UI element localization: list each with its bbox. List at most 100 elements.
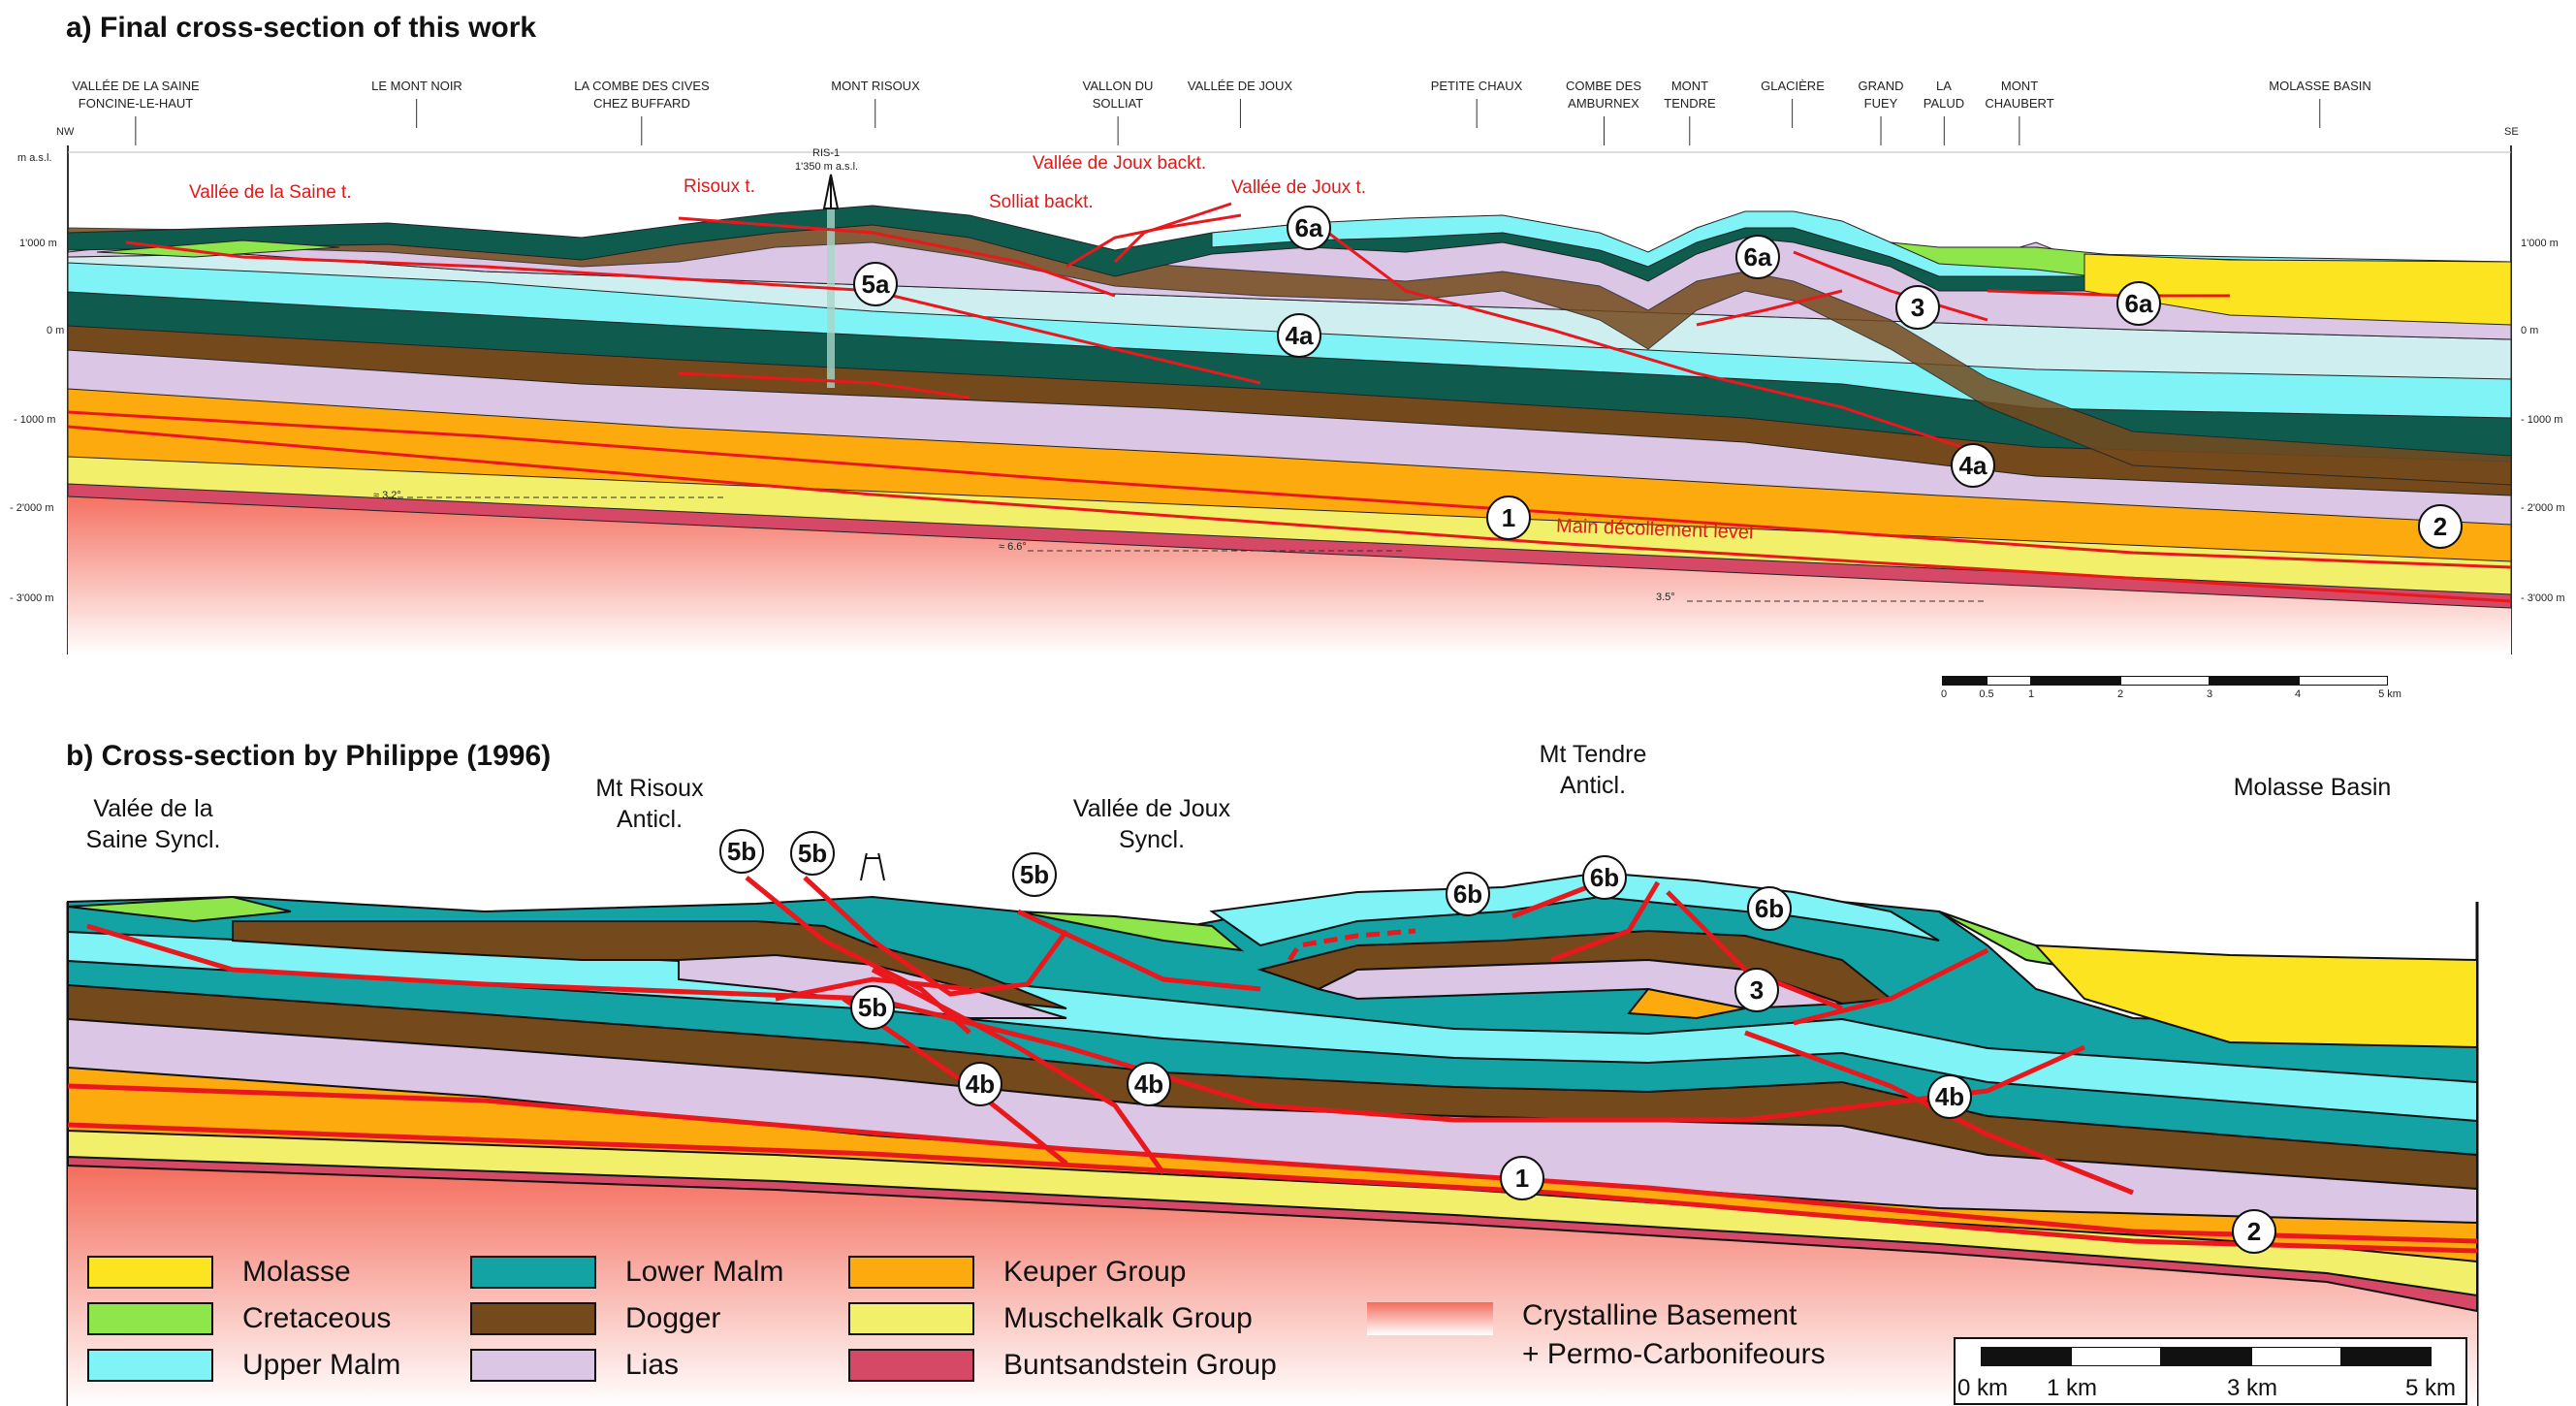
dip-3: 3.5° (1656, 591, 1675, 603)
loc-vallee-saine: VALLÉE DE LA SAINE FONCINE-LE-HAUT (72, 78, 200, 145)
legend-swatch-upper-malm (87, 1349, 213, 1382)
scale-b-5: 5 km (2404, 1375, 2457, 1401)
legend-upper-malm: Upper Malm (87, 1349, 400, 1382)
badge-b-5b-2: 5b (790, 831, 835, 876)
cross-section-a (67, 145, 2512, 679)
scale-a-2: 2 (2116, 688, 2124, 700)
badge-a-2: 2 (2418, 504, 2463, 549)
well-elevation: 1'350 m a.s.l. (795, 161, 859, 173)
panel-b-title: b) Cross-section by Philippe (1996) (66, 740, 552, 772)
dip-2: ≈ 6.6° (999, 541, 1027, 553)
badge-a-6a-2: 6a (1735, 235, 1780, 279)
badge-a-4a-1: 4a (1277, 313, 1321, 358)
elev-left-m1000: - 1000 m (14, 414, 56, 426)
badge-b-5b-3: 5b (1012, 852, 1057, 897)
scalebar-b (1981, 1347, 2432, 1366)
loc-mont-noir: LE MONT NOIR (371, 78, 462, 128)
elev-left-0: 0 m (47, 325, 65, 336)
scale-b-0: 0 km (1956, 1375, 2009, 1401)
loc-vallon-solliat: VALLON DU SOLLIAT (1083, 78, 1153, 145)
label-risoux-anticl: Mt Risoux Anticl. (595, 775, 704, 833)
elev-unit: m a.s.l. (17, 152, 52, 164)
legend-keuper: Keuper Group (848, 1256, 1186, 1289)
loc-mont-tendre: MONT TENDRE (1664, 78, 1716, 145)
legend-lower-malm: Lower Malm (470, 1256, 783, 1289)
legend-swatch-cretaceous (87, 1302, 213, 1335)
badge-b-4b-1: 4b (958, 1062, 1002, 1106)
legend-basement: Crystalline Basement + Permo-Carbonifeou… (1367, 1299, 1826, 1374)
legend-swatch-lower-malm (470, 1256, 596, 1289)
label-tendre-anticl: Mt Tendre Anticl. (1539, 741, 1647, 799)
legend-swatch-keuper (848, 1256, 974, 1289)
panel-a-title: a) Final cross-section of this work (66, 12, 537, 44)
elev-right-m2000: - 2'000 m (2521, 502, 2565, 514)
badge-a-6a-1: 6a (1287, 206, 1331, 250)
legend-cretaceous: Cretaceous (87, 1302, 391, 1335)
well-name: RIS-1 (812, 147, 841, 159)
legend-swatch-muschelkalk (848, 1302, 974, 1335)
legend-swatch-dogger (470, 1302, 596, 1335)
loc-glaciere: GLACIÈRE (1761, 78, 1825, 128)
loc-combe-amburnex: COMBE DES AMBURNEX (1566, 78, 1641, 145)
badge-a-3: 3 (1895, 285, 1940, 330)
fault-risoux-label: Risoux t. (684, 176, 755, 197)
dip-1: ≈ 3.2° (373, 490, 401, 501)
elev-right-0: 0 m (2521, 325, 2539, 336)
fault-vallee-saine-label: Vallée de la Saine t. (189, 182, 352, 203)
loc-mont-chaubert: MONT CHAUBERT (1985, 78, 2054, 145)
legend-swatch-lias (470, 1349, 596, 1382)
legend-dogger: Dogger (470, 1302, 720, 1335)
legend-swatch-buntsandstein (848, 1349, 974, 1382)
scalebar-a (1942, 676, 2388, 686)
badge-a-4a-2: 4a (1951, 443, 1995, 488)
badge-b-3: 3 (1734, 968, 1779, 1012)
fault-vallee-joux-backt-label: Vallée de Joux backt. (1033, 153, 1207, 174)
elev-left-1000: 1'000 m (19, 238, 57, 249)
legend-buntsandstein: Buntsandstein Group (848, 1349, 1277, 1382)
badge-b-4b-3: 4b (1927, 1074, 1972, 1119)
badge-b-5b-4: 5b (850, 985, 895, 1030)
legend-swatch-molasse (87, 1256, 213, 1289)
badge-a-6a-3: 6a (2116, 281, 2161, 326)
nw-label: NW (56, 126, 75, 138)
label-molasse-basin: Molasse Basin (2233, 774, 2392, 801)
scale-a-0: 0 (1940, 688, 1948, 700)
scale-a-3: 3 (2206, 688, 2213, 700)
legend-swatch-basement (1367, 1302, 1493, 1335)
loc-vallee-joux: VALLÉE DE JOUX (1188, 78, 1292, 128)
label-joux-syncl: Vallée de Joux Syncl. (1072, 795, 1231, 853)
badge-b-4b-2: 4b (1127, 1062, 1171, 1106)
badge-a-1: 1 (1486, 495, 1531, 540)
badge-b-6b-1: 6b (1446, 872, 1490, 916)
badge-b-6b-3: 6b (1747, 886, 1792, 931)
badge-b-6b-2: 6b (1582, 855, 1627, 900)
loc-combe-cives: LA COMBE DES CIVES CHEZ BUFFARD (574, 78, 710, 145)
scale-a-05: 0.5 (1979, 688, 1994, 700)
elev-left-m3000: - 3'000 m (10, 592, 54, 604)
fault-vallee-joux-t-label: Vallée de Joux t. (1231, 177, 1367, 198)
label-saine-syncl: Valée de la Saine Syncl. (85, 795, 221, 853)
loc-mont-risoux: MONT RISOUX (831, 78, 920, 128)
elev-right-m3000: - 3'000 m (2521, 592, 2565, 604)
scale-b-1: 1 km (2046, 1375, 2098, 1401)
elev-left-m2000: - 2'000 m (10, 502, 54, 514)
loc-petite-chaux: PETITE CHAUX (1431, 78, 1522, 128)
legend-lias: Lias (470, 1349, 679, 1382)
badge-a-5a: 5a (853, 262, 898, 306)
cross-section-b (66, 853, 2479, 1406)
fault-solliat-backt-label: Solliat backt. (989, 192, 1094, 212)
scale-a-1: 1 (2027, 688, 2035, 700)
legend-molasse: Molasse (87, 1256, 351, 1289)
scale-b-3: 3 km (2226, 1375, 2278, 1401)
se-label: SE (2504, 126, 2519, 138)
loc-la-palud: LA PALUD (1924, 78, 1964, 145)
legend-muschelkalk: Muschelkalk Group (848, 1302, 1253, 1335)
elev-right-1000: 1'000 m (2521, 238, 2559, 249)
scale-a-4: 4 (2294, 688, 2302, 700)
scale-a-5: 5 km (2378, 688, 2401, 700)
loc-grand-fuey: GRAND FUEY (1859, 78, 1903, 145)
badge-b-5b-1: 5b (719, 829, 764, 874)
elev-right-m1000: - 1000 m (2521, 414, 2563, 426)
loc-molasse-basin: MOLASSE BASIN (2269, 78, 2371, 128)
badge-b-1: 1 (1500, 1156, 1544, 1200)
